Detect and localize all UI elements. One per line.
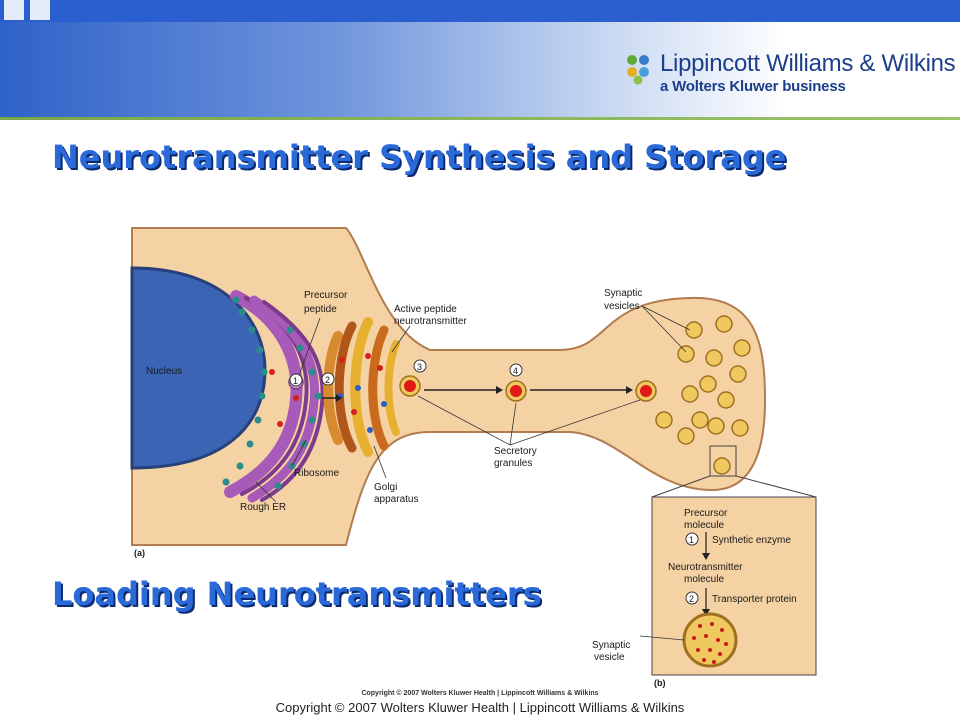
granule-core	[404, 380, 416, 392]
precursor-label: Precursor	[304, 290, 348, 301]
panel-b-vesicle-label: vesicle	[594, 652, 625, 663]
svg-text:1: 1	[293, 376, 298, 386]
zoom-box	[709, 445, 737, 477]
arrowhead	[702, 553, 710, 560]
arrowhead	[496, 386, 503, 394]
step-marker: 2	[321, 372, 335, 386]
ribosomes	[222, 296, 322, 490]
synaptic-vesicles-label: vesicles	[604, 301, 640, 312]
panel-b-label: (b)	[654, 678, 666, 688]
panel-b-enzyme: Synthetic enzyme	[712, 535, 791, 546]
panel-b-vesicle	[682, 612, 738, 668]
zoom-line	[651, 475, 711, 498]
granule-core	[510, 385, 522, 397]
svg-text:4: 4	[513, 366, 518, 376]
step-marker	[685, 532, 699, 546]
figure-copyright: Copyright © 2007 Wolters Kluwer Health |…	[361, 690, 599, 697]
publisher-tagline: a Wolters Kluwer business	[660, 78, 846, 95]
arrowhead	[626, 386, 633, 394]
ribosome-label: Ribosome	[294, 468, 339, 479]
header-square	[30, 0, 50, 20]
svg-text:3: 3	[417, 362, 422, 372]
leader-line	[639, 635, 685, 641]
panel-b-step: 2	[689, 594, 694, 604]
panel-b-nt: Neurotransmitter	[668, 562, 743, 573]
synaptic-vesicles-label: Synaptic	[604, 288, 642, 299]
footer-copyright: Copyright © 2007 Wolters Kluwer Health |…	[275, 700, 685, 715]
panel-a-label: (a)	[134, 548, 145, 558]
step-marker: 3	[413, 359, 427, 373]
leader-lines	[255, 305, 691, 503]
secretory-label: granules	[494, 458, 532, 469]
active-peptide-label: neurotransmitter	[394, 316, 467, 327]
arrowhead	[702, 609, 710, 616]
panel-b-nt: molecule	[684, 574, 724, 585]
panel-b-step: 1	[689, 535, 694, 545]
vesicle-molecules	[692, 622, 728, 664]
publisher-logo-icon	[627, 55, 649, 85]
nucleus-label: Nucleus	[146, 366, 182, 377]
header-band	[0, 0, 960, 22]
rough-er-label: Rough ER	[240, 502, 286, 513]
publisher-logo: Lippincott Williams & Wilkins a Wolters …	[620, 48, 956, 98]
synaptic-vesicles	[655, 315, 751, 475]
er-peptides	[269, 369, 299, 427]
step-marker: 1	[289, 373, 303, 387]
panel-b-precursor: Precursor	[684, 508, 728, 519]
header-divider	[0, 117, 960, 120]
panel-b-vesicle-label: Synaptic	[592, 640, 630, 651]
granule-core	[640, 385, 652, 397]
zoom-line	[735, 475, 817, 498]
golgi-label: apparatus	[374, 494, 418, 505]
secretory-label: Secretory	[494, 446, 537, 457]
step-marker	[685, 591, 699, 605]
slide-subtitle: Loading Neurotransmitters	[52, 575, 542, 613]
golgi-apparatus	[323, 317, 400, 457]
precursor-label: peptide	[304, 304, 337, 315]
publisher-name: Lippincott Williams & Wilkins	[660, 50, 956, 77]
panel-b-precursor: molecule	[684, 520, 724, 531]
golgi-label: Golgi	[374, 482, 397, 493]
slide-title: Neurotransmitter Synthesis and Storage	[52, 138, 787, 176]
golgi-particles	[337, 353, 387, 433]
svg-text:2: 2	[325, 375, 330, 385]
header-square	[4, 0, 24, 20]
arrowhead	[336, 394, 342, 402]
step-marker: 4	[509, 363, 523, 377]
active-peptide-label: Active peptide	[394, 304, 457, 315]
panel-b-transporter: Transporter protein	[712, 594, 797, 605]
